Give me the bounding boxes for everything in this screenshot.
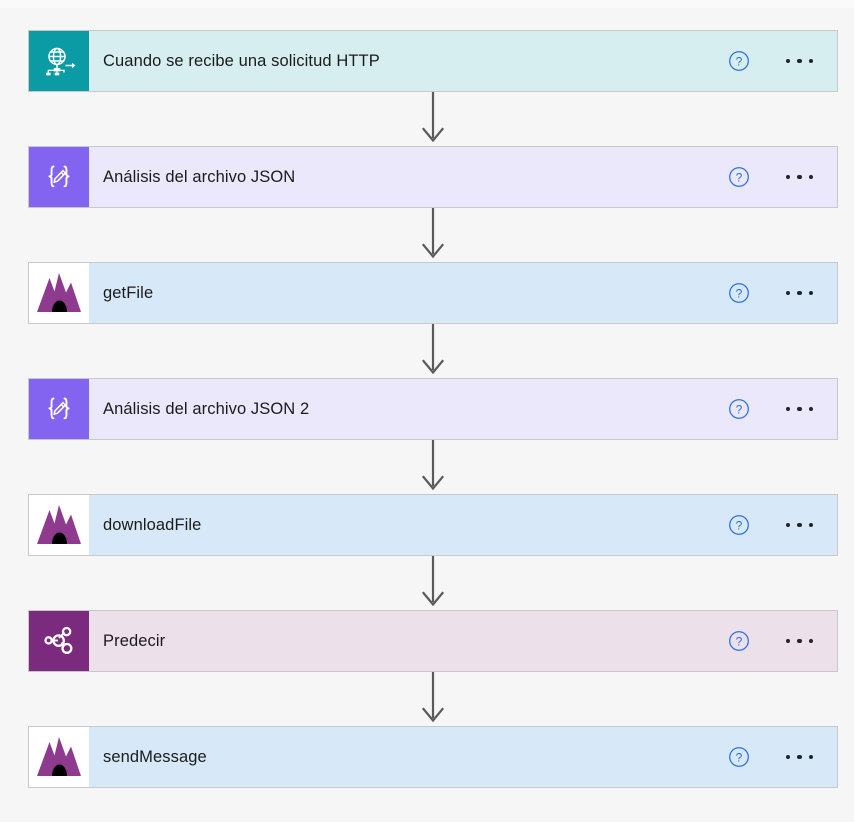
flow-step-title: getFile [103, 283, 154, 302]
azure-function-icon [37, 273, 81, 312]
flow-connector-arrow [421, 92, 445, 143]
flow-connector-get-file-to-parse-json-2 [417, 324, 449, 378]
flow-step-card-predecir[interactable]: Predecir ? [28, 610, 838, 672]
more-options-icon[interactable] [784, 285, 816, 302]
parse-json-icon [48, 165, 70, 188]
flow-step-actions-download-file: ? [728, 495, 838, 555]
ellipsis-dot [808, 638, 813, 644]
ellipsis-dot [797, 290, 802, 296]
flow-step-icon-get-file [29, 263, 89, 323]
more-options-icon[interactable] [784, 749, 816, 766]
svg-text:?: ? [735, 286, 742, 300]
machine-learning-icon [44, 626, 73, 654]
top-strip [0, 0, 854, 8]
help-icon[interactable]: ? [728, 630, 750, 652]
ellipsis-dot [785, 174, 790, 180]
flow-step-actions-send-message: ? [728, 727, 838, 787]
help-icon[interactable]: ? [728, 398, 750, 420]
flow-step-title: Análisis del archivo JSON 2 [103, 399, 310, 418]
flow-step-actions-predecir: ? [728, 611, 838, 671]
ellipsis-dot [785, 522, 790, 528]
flow-step-actions-parse-json-2: ? [728, 379, 838, 439]
svg-text:?: ? [735, 518, 742, 532]
flow-step-body-download-file: downloadFile [89, 495, 728, 555]
flow-step-card-get-file[interactable]: getFile ? [28, 262, 838, 324]
help-icon[interactable]: ? [728, 746, 750, 768]
ellipsis-dot [785, 638, 790, 644]
more-options-icon[interactable] [784, 53, 816, 70]
flow-connector-arrow [421, 440, 445, 491]
flow-step-card-http-request-trigger[interactable]: Cuando se recibe una solicitud HTTP ? [28, 30, 838, 92]
flow-step-title: sendMessage [103, 747, 207, 766]
flow-step-icon-send-message [29, 727, 89, 787]
flow-step-body-predecir: Predecir [89, 611, 728, 671]
flow-connector-parse-json-to-get-file [417, 208, 449, 262]
flow-connector-arrow [421, 324, 445, 375]
azure-function-icon [37, 505, 81, 544]
ellipsis-dot [797, 522, 802, 528]
flow-step-title: Cuando se recibe una solicitud HTTP [103, 51, 380, 70]
ellipsis-dot [785, 58, 790, 64]
flow-step-title: Predecir [103, 631, 166, 650]
help-icon[interactable]: ? [728, 514, 750, 536]
flow-step-body-get-file: getFile [89, 263, 728, 323]
flow-connector-parse-json-2-to-download-file [417, 440, 449, 494]
ellipsis-dot [797, 174, 802, 180]
flow-step-icon-parse-json [29, 147, 89, 207]
flow-step-card-send-message[interactable]: sendMessage ? [28, 726, 838, 788]
flow-step-body-parse-json: Análisis del archivo JSON [89, 147, 728, 207]
ellipsis-dot [797, 638, 802, 644]
flow-connector-arrow [421, 208, 445, 259]
svg-text:?: ? [735, 402, 742, 416]
flow-step-actions-get-file: ? [728, 263, 838, 323]
flow-step-card-parse-json-2[interactable]: Análisis del archivo JSON 2 ? [28, 378, 838, 440]
ellipsis-dot [785, 754, 790, 760]
ellipsis-dot [797, 754, 802, 760]
parse-json-icon [48, 397, 70, 420]
flow-step-card-download-file[interactable]: downloadFile ? [28, 494, 838, 556]
svg-text:?: ? [735, 170, 742, 184]
flow-step-icon-parse-json-2 [29, 379, 89, 439]
ellipsis-dot [797, 406, 802, 412]
ellipsis-dot [808, 754, 813, 760]
help-icon[interactable]: ? [728, 282, 750, 304]
help-icon[interactable]: ? [728, 50, 750, 72]
ellipsis-dot [808, 406, 813, 412]
flow-connector-arrow [421, 672, 445, 723]
flow-step-body-http-request-trigger: Cuando se recibe una solicitud HTTP [89, 31, 728, 91]
flow-step-card-parse-json[interactable]: Análisis del archivo JSON ? [28, 146, 838, 208]
ellipsis-dot [808, 58, 813, 64]
flow-step-title: Análisis del archivo JSON [103, 167, 296, 186]
ellipsis-dot [808, 174, 813, 180]
flow-step-icon-download-file [29, 495, 89, 555]
ellipsis-dot [785, 290, 790, 296]
flow-step-icon-predecir [29, 611, 89, 671]
flow-step-actions-parse-json: ? [728, 147, 838, 207]
svg-text:?: ? [735, 750, 742, 764]
http-request-icon [46, 47, 76, 76]
flow-connector-predecir-to-send-message [417, 672, 449, 726]
flow-step-body-parse-json-2: Análisis del archivo JSON 2 [89, 379, 728, 439]
more-options-icon[interactable] [784, 517, 816, 534]
flow-step-actions-http-request-trigger: ? [728, 31, 838, 91]
ellipsis-dot [808, 522, 813, 528]
flow-connector-download-file-to-predecir [417, 556, 449, 610]
more-options-icon[interactable] [784, 401, 816, 418]
flow-step-title: downloadFile [103, 515, 202, 534]
flow-connector-http-request-trigger-to-parse-json [417, 92, 449, 146]
ellipsis-dot [785, 406, 790, 412]
azure-function-icon [37, 737, 81, 776]
flow-connector-arrow [421, 556, 445, 607]
more-options-icon[interactable] [784, 169, 816, 186]
flow-step-body-send-message: sendMessage [89, 727, 728, 787]
ellipsis-dot [797, 58, 802, 64]
help-icon[interactable]: ? [728, 166, 750, 188]
flow-step-icon-http-request-trigger [29, 31, 89, 91]
more-options-icon[interactable] [784, 633, 816, 650]
svg-text:?: ? [735, 634, 742, 648]
svg-text:?: ? [735, 54, 742, 68]
ellipsis-dot [808, 290, 813, 296]
